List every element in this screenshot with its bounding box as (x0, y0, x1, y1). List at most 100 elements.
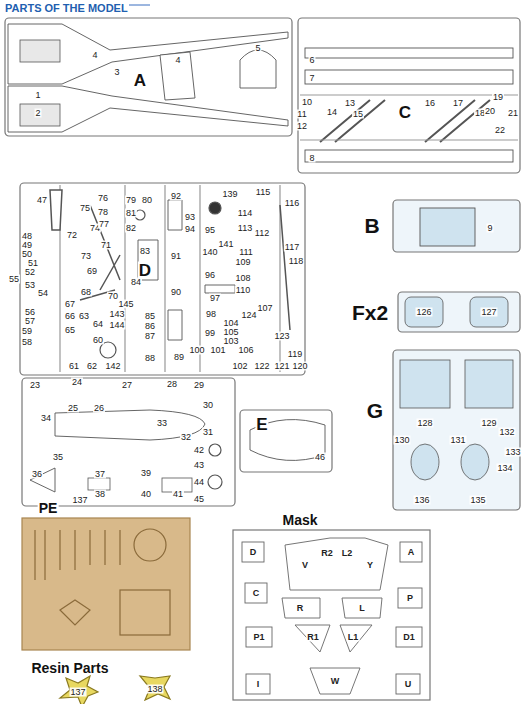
part-number: 14 (326, 108, 338, 117)
part-number: 98 (205, 310, 217, 319)
part-number: 3 (113, 68, 120, 77)
part-number: 92 (170, 192, 182, 201)
part-number: 9 (486, 224, 493, 233)
part-number: 89 (173, 353, 185, 362)
part-number: 127 (480, 308, 497, 317)
part-number: 133 (504, 448, 521, 457)
part-number: 95 (204, 226, 216, 235)
part-number: 66 (64, 312, 76, 321)
mask-code: C (252, 589, 261, 598)
part-number: 87 (144, 332, 156, 341)
mask-code: L (358, 604, 366, 613)
part-number: 4 (174, 56, 181, 65)
sprue-gate (300, 95, 518, 140)
part-number: 118 (288, 257, 304, 266)
part-number: 7 (308, 74, 315, 83)
part-number: 83 (139, 247, 151, 256)
part-number: 63 (78, 312, 90, 321)
mask-code: L2 (341, 549, 354, 558)
part-number: 46 (314, 453, 326, 462)
part-number: 11 (296, 110, 307, 119)
part-number: 94 (184, 225, 196, 234)
mask-code: I (256, 680, 261, 689)
section-heading: Resin Parts (30, 661, 109, 675)
part-number: 57 (24, 317, 36, 326)
mask-code: V (301, 561, 309, 570)
mask-code: Y (366, 561, 374, 570)
part-number: 1 (34, 91, 41, 100)
part-number: 144 (108, 321, 125, 330)
section-heading: PE (38, 501, 59, 515)
part-number: 115 (255, 188, 271, 197)
sprue-letter: B (363, 215, 380, 236)
sprue-frame (20, 183, 305, 375)
part-number: 50 (21, 250, 33, 259)
part-number: 134 (496, 464, 513, 473)
mask-sheet (233, 530, 430, 700)
part-number: 132 (498, 428, 515, 437)
part-number: 79 (125, 196, 137, 205)
part-number: 4 (91, 51, 98, 60)
mask-code: W (330, 677, 341, 686)
sprue-frame (5, 18, 292, 136)
sprue-letter: Fx2 (351, 302, 389, 323)
part-number: 56 (24, 308, 36, 317)
part-number: 20 (484, 107, 496, 116)
resin-part (60, 676, 170, 704)
part-number: 8 (308, 154, 315, 163)
part-number: 36 (31, 470, 43, 479)
part-5 (240, 50, 276, 88)
mask-code: L1 (347, 633, 360, 642)
part-number: 22 (494, 126, 506, 135)
part-number: 72 (66, 231, 78, 240)
part-number: 81 (125, 209, 137, 218)
part-7 (305, 70, 513, 84)
part-number: 42 (193, 446, 205, 455)
part-number: 5 (254, 44, 261, 53)
pe-parts (35, 529, 170, 635)
mask-outlines (242, 538, 422, 694)
part-number: 137 (69, 688, 86, 697)
part-number: 96 (204, 271, 216, 280)
part-number: 128 (416, 419, 433, 428)
mask-code: U (404, 680, 413, 689)
part-number: 21 (507, 109, 519, 118)
part-number: 97 (209, 294, 221, 303)
part-number: 15 (352, 110, 364, 119)
part-number: 33 (156, 419, 168, 428)
part-number: 141 (217, 240, 234, 249)
mask-code: A (407, 548, 416, 557)
part-number: 140 (201, 248, 218, 257)
part-number: 121 (273, 362, 290, 371)
sprue-frame (398, 292, 520, 332)
part-36 (30, 468, 55, 492)
part-number: 129 (480, 419, 497, 428)
part-number: 39 (140, 469, 152, 478)
part-number: 17 (452, 99, 464, 108)
part-number: 103 (222, 337, 239, 346)
part-number: 58 (21, 338, 33, 347)
mask-code: R2 (320, 549, 334, 558)
part-number: 31 (202, 428, 214, 437)
part-number: 117 (284, 243, 300, 252)
part-number: 82 (125, 224, 137, 233)
part-number: 84 (130, 278, 142, 287)
part-number: 80 (141, 196, 153, 205)
part-number: 110 (235, 286, 251, 295)
sprue-letter: G (366, 400, 384, 421)
clear-part (411, 444, 439, 480)
part-4 (160, 52, 195, 100)
part-number: 114 (237, 209, 253, 218)
part-number: 26 (93, 404, 105, 413)
part-number: 86 (144, 322, 156, 331)
mask-code: R (296, 604, 305, 613)
part-number: 34 (40, 414, 52, 423)
part-number: 88 (144, 354, 156, 363)
part-number: 101 (209, 346, 226, 355)
part-number: 102 (231, 362, 248, 371)
part-number: 145 (117, 300, 134, 309)
part-number: 10 (301, 98, 313, 107)
part-number: 139 (221, 190, 238, 199)
part-number: 78 (97, 208, 109, 217)
